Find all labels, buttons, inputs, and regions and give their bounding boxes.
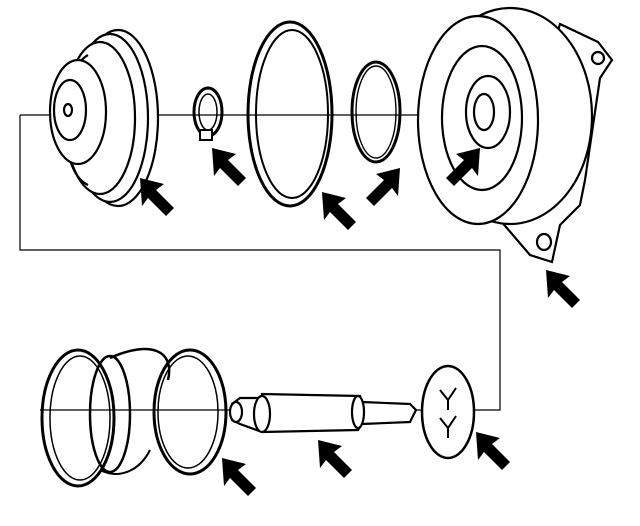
snap-ring xyxy=(192,86,224,141)
arrow-shaft xyxy=(318,440,352,478)
cap-disc xyxy=(420,364,476,460)
small-o-ring xyxy=(350,60,402,164)
arrow-seal-rings xyxy=(222,458,256,496)
shaft xyxy=(228,392,418,434)
assembly-path-line xyxy=(19,115,501,411)
arrow-cap-disc xyxy=(476,432,510,470)
housing xyxy=(416,6,614,264)
seal-rings-and-spring xyxy=(40,347,228,488)
diaphragm-piston xyxy=(48,28,160,208)
arrow-large-seal xyxy=(322,192,356,230)
arrow-small-o-ring xyxy=(366,168,400,206)
arrow-housing-flange xyxy=(546,270,580,308)
arrow-diaphragm xyxy=(140,178,174,216)
large-seal-ring xyxy=(246,20,334,208)
arrow-snap-ring xyxy=(212,148,246,186)
